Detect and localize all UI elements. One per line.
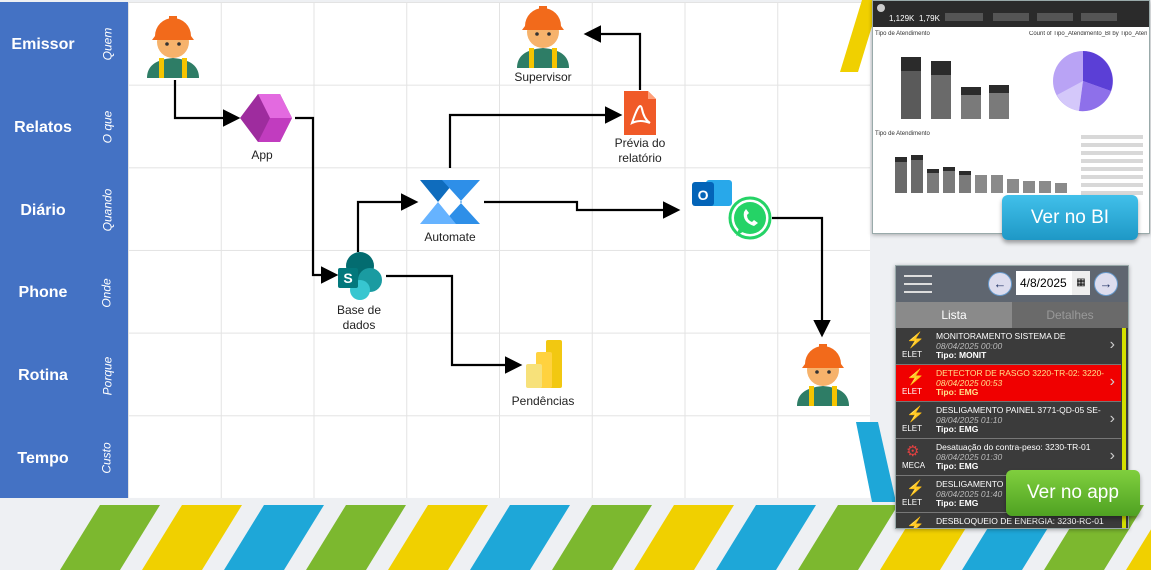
bi-table — [1081, 135, 1143, 195]
bi-slicer-2[interactable] — [993, 13, 1029, 21]
lightning-icon: ⚡ — [906, 480, 925, 497]
row-sub-porque: Porque — [99, 356, 114, 395]
bi-chart1-title: Tipo de Atendimento — [875, 31, 930, 37]
node-label-previa: Prévia do relatório — [614, 136, 666, 165]
accent-shape-yellow — [840, 0, 880, 72]
bi-kpi-2: 1,79K — [919, 14, 940, 23]
node-label-base-de-dados: Base de dados — [336, 303, 382, 332]
bi-bar-chart-1 — [901, 57, 1009, 119]
bi-slicer-3[interactable] — [1037, 13, 1073, 21]
row-label-diario: Diário — [20, 202, 66, 219]
node-label-supervisor: Supervisor — [514, 70, 572, 84]
stripe — [142, 505, 242, 570]
row-label-tempo: Tempo — [17, 450, 69, 467]
stripe — [224, 505, 324, 570]
node-label-automate: Automate — [424, 230, 476, 244]
bi-chart2-title: Count of Tipo_Atendimento_BI by Tipo_Ate… — [1029, 31, 1147, 37]
stripe — [388, 505, 488, 570]
list-item[interactable]: ⚡ MONITORAMENTO SISTEMA DE 08/04/2025 00… — [896, 328, 1121, 365]
lightning-icon: ⚡ — [906, 517, 925, 529]
list-item[interactable]: ⚡ DESBLOQUEIO DE ENERGIA: 3230-RC-01 — [896, 513, 1121, 529]
list-item[interactable]: ⚙ Desatuação do contra-peso: 3230-TR-01 … — [896, 439, 1121, 476]
stripe — [306, 505, 406, 570]
stripe — [634, 505, 734, 570]
chevron-right-icon[interactable]: › — [1109, 336, 1115, 353]
bi-slicer-4[interactable] — [1081, 13, 1117, 21]
row-sub-onde: Onde — [99, 277, 114, 308]
row-label-emissor: Emissor — [11, 36, 75, 53]
chevron-right-icon[interactable]: › — [1109, 447, 1115, 464]
gear-icon: ⚙ — [906, 443, 920, 460]
lightning-icon: ⚡ — [906, 369, 925, 386]
row-label-phone: Phone — [18, 284, 68, 301]
row-sub-quando: Quando — [100, 188, 115, 231]
next-date-button[interactable]: → — [1094, 272, 1118, 296]
stripe — [716, 505, 816, 570]
chevron-right-icon[interactable]: › — [1109, 410, 1115, 427]
stripe — [798, 505, 898, 570]
row-sub-oque: O que — [99, 110, 114, 143]
bi-slicer-1[interactable] — [945, 13, 983, 21]
row-header-band: Emissor Quem Relatos O que Diário Quando… — [0, 2, 128, 498]
list-item[interactable]: ⚡ DESLIGAMENTO PAINEL 3771-QD-05 SE- 08/… — [896, 402, 1121, 439]
stripe — [470, 505, 570, 570]
tab-detalhes[interactable]: Detalhes — [1012, 302, 1128, 328]
accent-shape-blue — [856, 422, 896, 502]
flow-grid — [128, 2, 870, 498]
app-header: ← 4/8/2025 ▦ → — [896, 266, 1128, 302]
stripe — [552, 505, 652, 570]
view-app-button[interactable]: Ver no app — [1006, 470, 1140, 516]
bi-filter-bar: 1,129K 1,79K — [873, 1, 1149, 27]
bi-kpi-1: 1,129K — [889, 14, 915, 23]
stripe — [60, 505, 160, 570]
bi-bar-chart-2 — [895, 155, 1067, 193]
row-label-rotina: Rotina — [18, 367, 68, 384]
list-item-highlighted[interactable]: ⚡ DETECTOR DE RASGO 3220-TR-02: 3220- 08… — [896, 365, 1121, 402]
date-field[interactable]: 4/8/2025 — [1016, 271, 1074, 295]
bi-logo-icon — [877, 4, 885, 12]
bi-charts — [895, 51, 1143, 195]
stripe — [1126, 529, 1151, 570]
tab-lista[interactable]: Lista — [896, 302, 1012, 328]
chevron-right-icon[interactable]: › — [1109, 373, 1115, 390]
prev-date-button[interactable]: ← — [988, 272, 1012, 296]
node-label-app: App — [251, 148, 273, 162]
bi-chart3-title: Tipo de Atendimento — [875, 131, 930, 137]
bi-pie-chart — [1053, 51, 1113, 112]
lightning-icon: ⚡ — [906, 332, 925, 349]
app-scrollbar[interactable] — [1122, 328, 1126, 528]
row-sub-custo: Custo — [99, 441, 114, 474]
row-label-relatos: Relatos — [14, 119, 72, 136]
node-label-pendencias: Pendências — [511, 394, 575, 408]
row-sub-quem: Quem — [100, 27, 114, 60]
calendar-icon[interactable]: ▦ — [1072, 271, 1090, 295]
view-bi-button[interactable]: Ver no BI — [1002, 195, 1138, 240]
hamburger-menu-icon[interactable] — [904, 275, 932, 293]
lightning-icon: ⚡ — [906, 406, 925, 423]
